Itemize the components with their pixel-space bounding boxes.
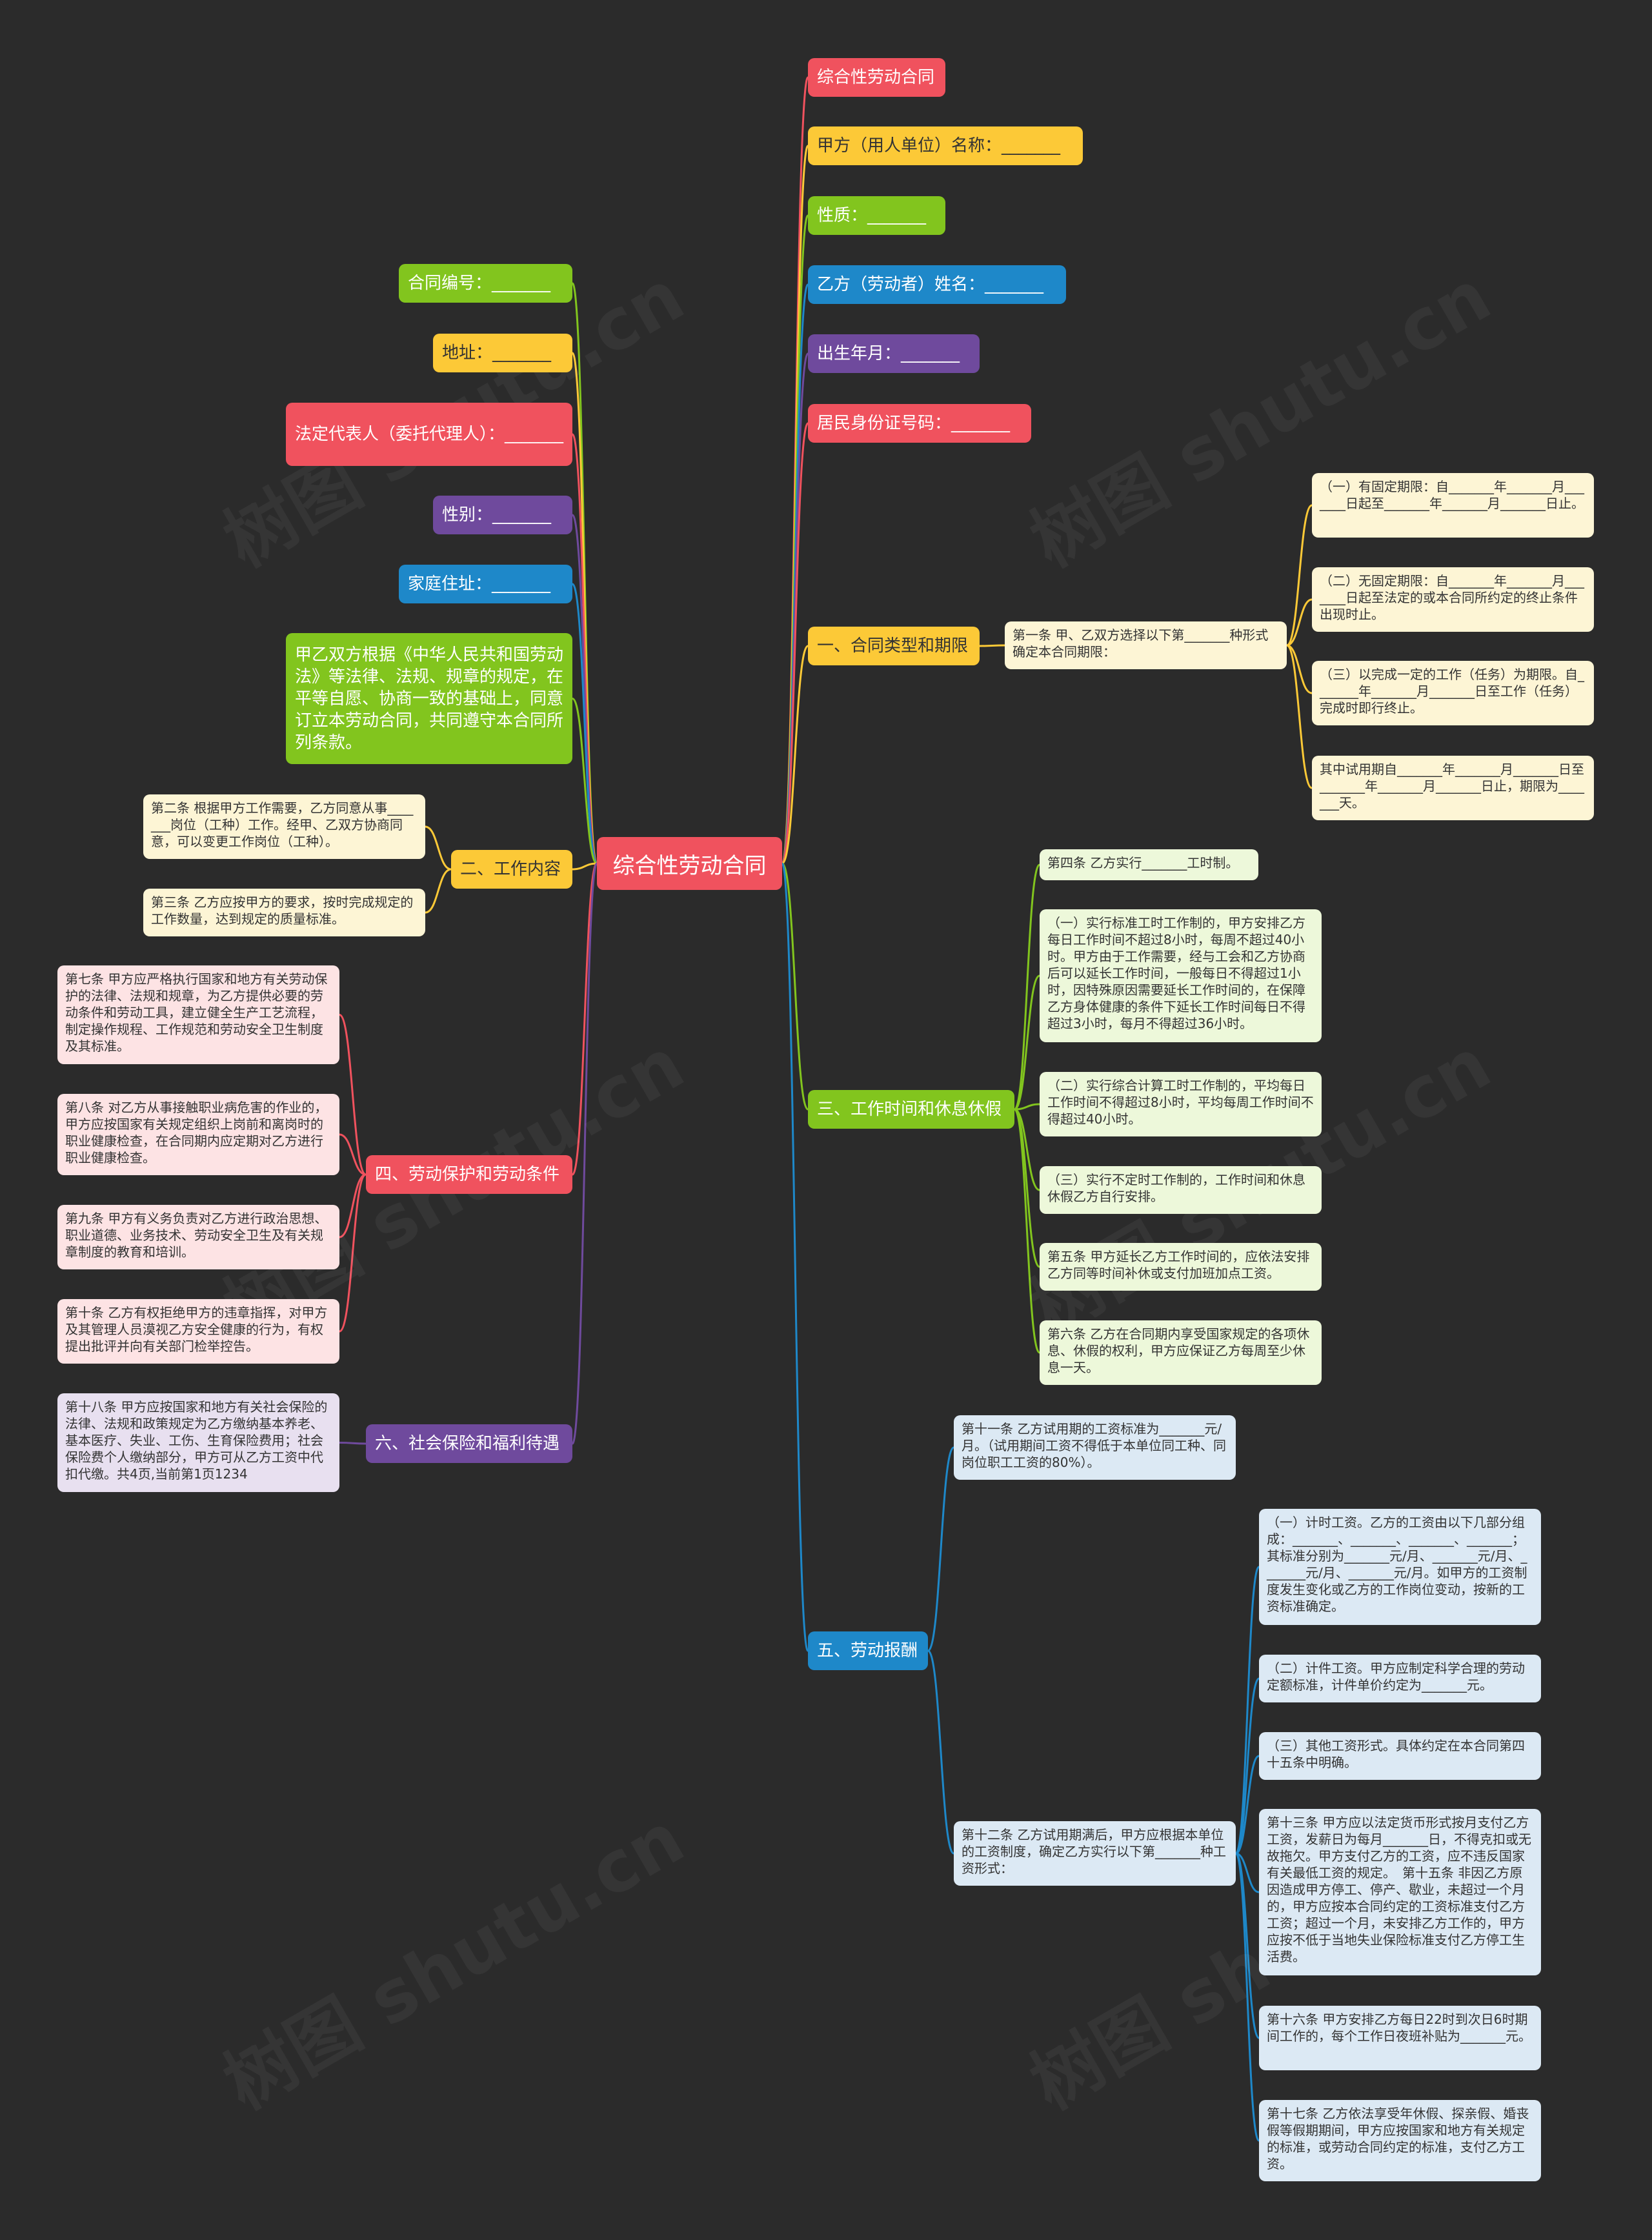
section6-item-1[interactable]: 第十八条 甲方应按国家和地方有关社会保险的法律、法规和政策规定为乙方缴纳基本养老… (57, 1393, 339, 1492)
section5-article11[interactable]: 第十一条 乙方试用期的工资标准为_______元/月。（试用期间工资不得低于本单… (954, 1415, 1236, 1480)
branch-contract-title[interactable]: 综合性劳动合同 (808, 58, 945, 97)
section5-item-2[interactable]: （二）计件工资。甲方应制定科学合理的劳动定额标准，计件单价约定为_______元… (1259, 1655, 1541, 1702)
section4-item-3[interactable]: 第九条 甲方有义务负责对乙方进行政治思想、职业道德、业务技术、劳动安全卫生及有关… (57, 1205, 339, 1269)
connector-branch-home-address (571, 583, 598, 865)
connector-section3-item-1 (1013, 863, 1041, 1111)
connector-section1-article1 (979, 644, 1005, 647)
connector-section4-item-4 (339, 1173, 367, 1333)
branch-gender[interactable]: 性别：_______ (433, 496, 572, 534)
section5-item-1[interactable]: （一）计时工资。乙方的工资由以下几部分组成：_______、_______、__… (1259, 1509, 1541, 1625)
section5-article12[interactable]: 第十二条 乙方试用期满后，甲方应根据本单位的工资制度，确定乙方实行以下第____… (954, 1821, 1236, 1886)
branch-nature[interactable]: 性质：_______ (808, 196, 945, 235)
section5-item-4[interactable]: 第十三条 甲方应以法定货币形式按月支付乙方工资，发薪日为每月_______日，不… (1259, 1809, 1541, 1975)
connector-section5-item-4 (1235, 1852, 1260, 1893)
section1-article1[interactable]: 第一条 甲、乙双方选择以下第_______种形式确定本合同期限： (1005, 621, 1287, 669)
section4-item-1[interactable]: 第七条 甲方应严格执行国家和地方有关劳动保护的法律、法规和规章，为乙方提供必要的… (57, 965, 339, 1064)
section4-item-4[interactable]: 第十条 乙方有权拒绝甲方的违章指挥，对甲方及其管理人员漠视乙方安全健康的行为，有… (57, 1299, 339, 1364)
connector-section4-item-1 (339, 1014, 367, 1176)
connector-section5-article12 (927, 1650, 955, 1855)
section2-item-2[interactable]: 第三条 乙方应按甲方的要求，按时完成规定的工作数量，达到规定的质量标准。 (143, 889, 425, 936)
branch-party-a-name[interactable]: 甲方（用人单位）名称：_______ (808, 126, 1083, 165)
branch-preamble[interactable]: 甲乙双方根据《中华人民共和国劳动法》等法律、法规、规章的规定，在平等自愿、协商一… (286, 633, 572, 764)
connector-section1-item-4 (1286, 644, 1313, 789)
connector-section5-article11 (927, 1446, 955, 1652)
section3-item-1[interactable]: 第四条 乙方实行_______工时制。 (1040, 849, 1258, 880)
connector-section1-item-2 (1286, 598, 1313, 647)
branch-section5[interactable]: 五、劳动报酬 (808, 1631, 928, 1670)
connector-section4-item-2 (339, 1133, 367, 1176)
branch-id-number[interactable]: 居民身份证号码：_______ (808, 404, 1031, 443)
section3-item-4[interactable]: （三）实行不定时工作制的，工作时间和休息休假乙方自行安排。 (1040, 1166, 1322, 1214)
branch-party-b-name[interactable]: 乙方（劳动者）姓名：_______ (808, 265, 1066, 304)
section3-item-2[interactable]: （一）实行标准工时工作制的，甲方安排乙方每日工作时间不超过8小时，每周不超过40… (1040, 909, 1322, 1042)
connector-section5-item-2 (1234, 1677, 1260, 1855)
section5-item-5[interactable]: 第十六条 甲方安排乙方每日22时到次日6时期间工作的，每个工作日夜班补贴为___… (1259, 2006, 1541, 2070)
section3-item-6[interactable]: 第六条 乙方在合同期内享受国家规定的各项休息、休假的权利，甲方应保证乙方每周至少… (1040, 1320, 1322, 1385)
branch-section3[interactable]: 三、工作时间和休息休假 (808, 1090, 1014, 1129)
branch-address[interactable]: 地址：_______ (433, 334, 572, 372)
branch-section1[interactable]: 一、合同类型和期限 (808, 627, 980, 665)
connector-branch-preamble (571, 698, 598, 865)
connector-section2-item-2 (425, 868, 452, 914)
connector-branch-section1 (781, 645, 809, 865)
connector-section6-item-1 (339, 1442, 367, 1445)
branch-home-address[interactable]: 家庭住址：_______ (399, 565, 572, 603)
connector-section3-item-3 (1014, 1103, 1040, 1111)
section3-item-5[interactable]: 第五条 甲方延长乙方工作时间的，应依法安排乙方同等时间补休或支付加班加点工资。 (1040, 1243, 1322, 1291)
section2-item-1[interactable]: 第二条 根据甲方工作需要，乙方同意从事_______岗位（工种）工作。经甲、乙双… (143, 794, 425, 859)
branch-section2[interactable]: 二、工作内容 (451, 850, 572, 889)
branch-section6[interactable]: 六、社会保险和福利待遇 (366, 1424, 572, 1463)
connector-section3-item-2 (1014, 974, 1040, 1111)
connector-section1-item-1 (1286, 504, 1313, 647)
connector-section5-item-1 (1234, 1566, 1260, 1855)
connector-branch-section5 (781, 862, 809, 1652)
connector-section2-item-1 (425, 825, 452, 871)
section1-item-3[interactable]: （三）以完成一定的工作（任务）为期限。自_______年_______月____… (1312, 661, 1594, 725)
root-topic[interactable]: 综合性劳动合同 (597, 837, 782, 890)
section1-item-1[interactable]: （一）有固定期限：自_______年_______月_______日起至____… (1312, 473, 1594, 538)
connector-branch-section4 (571, 862, 598, 1176)
section5-item-6[interactable]: 第十七条 乙方依法享受年休假、探亲假、婚丧假等假期期间，甲方应按国家和地方有关规… (1259, 2100, 1541, 2181)
connector-branch-section6 (571, 862, 598, 1445)
connector-branch-id-number (781, 422, 809, 865)
section5-item-3[interactable]: （三）其他工资形式。具体约定在本合同第四十五条中明确。 (1259, 1732, 1541, 1780)
connector-section5-item-6 (1234, 1852, 1260, 2142)
connector-branch-section3 (781, 862, 809, 1111)
branch-contract-no[interactable]: 合同编号：_______ (399, 264, 572, 303)
connector-section4-item-3 (339, 1173, 367, 1238)
connector-section1-item-3 (1286, 644, 1313, 694)
branch-legal-rep[interactable]: 法定代表人（委托代理人）：_______ (286, 403, 572, 466)
section4-item-2[interactable]: 第八条 对乙方从事接触职业病危害的作业的，甲方应按国家有关规定组织上岗前和离岗时… (57, 1094, 339, 1175)
section3-item-3[interactable]: （二）实行综合计算工时工作制的，平均每日工作时间不得超过8小时，平均每周工作时间… (1040, 1072, 1322, 1136)
section1-item-2[interactable]: （二）无固定期限：自_______年_______月_______日起至法定的或… (1312, 567, 1594, 632)
section1-item-4[interactable]: 其中试用期自_______年_______月_______日至_______年_… (1312, 756, 1594, 820)
connector-branch-section2 (572, 862, 598, 871)
connector-branch-legal-rep (571, 433, 598, 865)
branch-section4[interactable]: 四、劳动保护和劳动条件 (366, 1155, 572, 1194)
connector-section5-item-3 (1235, 1755, 1260, 1855)
connector-section3-item-6 (1013, 1108, 1041, 1354)
connector-section3-item-4 (1014, 1108, 1040, 1191)
branch-birth[interactable]: 出生年月：_______ (808, 334, 980, 373)
